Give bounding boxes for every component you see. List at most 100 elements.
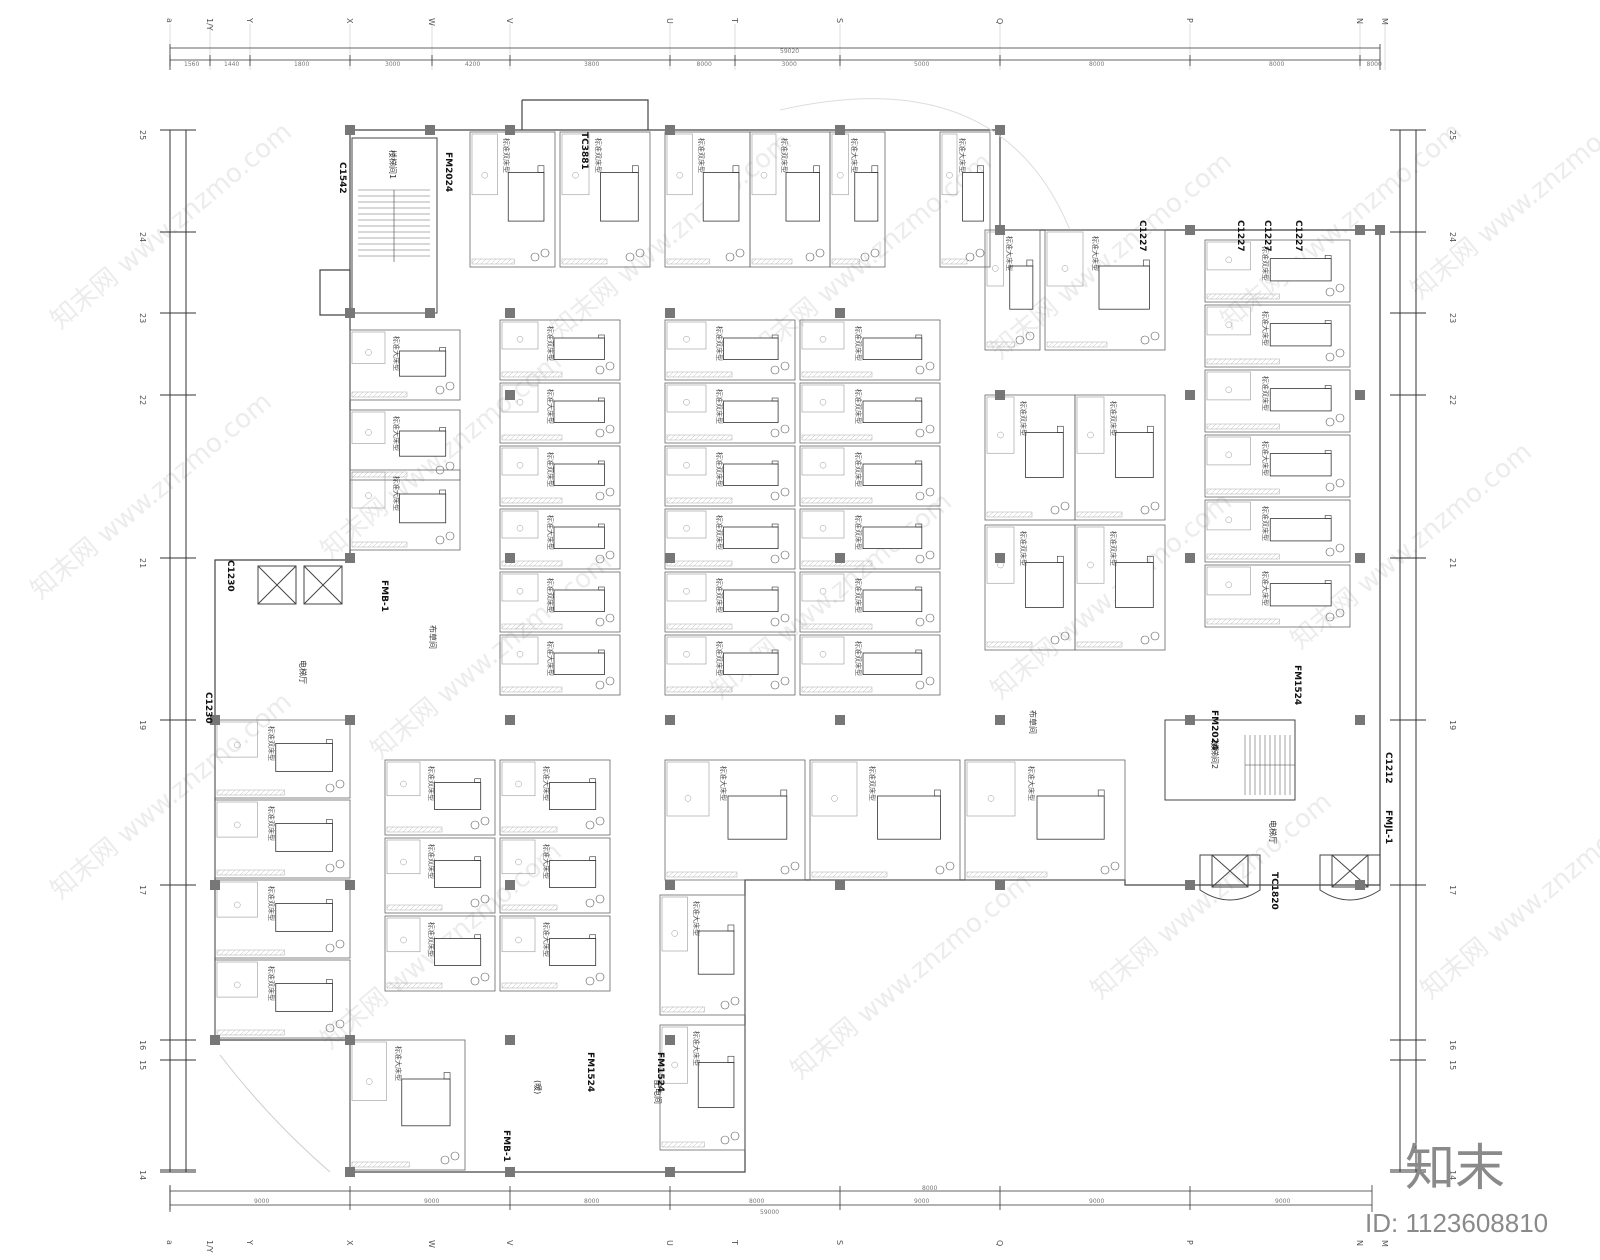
wardrobe: [666, 371, 733, 378]
guest-room: 标准大床型: [1204, 304, 1351, 368]
nightstand: [1057, 425, 1064, 433]
guest-room: 标准大床型: [499, 508, 621, 570]
guest-room: 标准大床型: [659, 1024, 746, 1151]
bed: [785, 172, 820, 222]
column: [835, 553, 845, 563]
chair: [945, 861, 955, 871]
bed: [723, 526, 779, 550]
room-outline: [799, 508, 941, 570]
room-outline: [664, 571, 796, 633]
chair: [595, 894, 605, 904]
tag-fm1524-c: FM1524: [655, 1052, 665, 1092]
toilet: [400, 780, 407, 788]
room-type-label: 标准双床型: [715, 578, 724, 613]
toilet: [1225, 516, 1232, 524]
toilet: [992, 265, 999, 272]
stair-2: 楼梯间2: [1164, 719, 1296, 801]
axis-label-top: S: [835, 18, 844, 23]
toilet: [837, 171, 844, 179]
room-type-label: 标准大床型: [719, 766, 728, 801]
bed: [1115, 562, 1154, 608]
room-type-label: 标准双床型: [715, 641, 724, 676]
nightstand: [1097, 789, 1105, 797]
room-type-label: 标准大床型: [542, 844, 551, 879]
room-type-label: 标准双床型: [715, 389, 724, 424]
chair: [925, 676, 935, 686]
toilet: [400, 936, 407, 944]
bed: [1269, 518, 1332, 542]
curved-corner-line: [219, 1054, 331, 1173]
room-outline: [499, 634, 621, 696]
bed: [723, 400, 779, 424]
column: [1185, 390, 1195, 400]
wardrobe: [501, 497, 563, 504]
tag-fmjl1: FMJL-1: [1383, 810, 1393, 844]
bathroom: [1206, 436, 1251, 466]
axis-label-top: V: [505, 18, 514, 24]
column: [425, 308, 435, 318]
room-type-label: 标准双床型: [594, 138, 603, 173]
room-outline: [499, 319, 621, 381]
chair: [1140, 635, 1150, 645]
toilet: [366, 1078, 373, 1085]
guest-room: 标准大床型: [659, 894, 746, 1016]
chair: [1140, 505, 1150, 515]
chair: [585, 820, 595, 830]
axis-label-left: 14: [138, 1170, 147, 1180]
chair: [870, 248, 880, 258]
room-type-label: 标准双床型: [427, 844, 436, 879]
bed: [434, 938, 482, 966]
top-dim-value: 1440: [224, 61, 239, 68]
axis-label-left: 23: [138, 313, 147, 323]
chair: [780, 865, 790, 875]
axis-label-top: 1/Y: [205, 18, 214, 31]
chair: [1335, 543, 1345, 553]
toilet: [516, 398, 524, 406]
bed: [1025, 432, 1064, 478]
room-outline: [499, 571, 621, 633]
guest-room: 标准大床型: [1044, 229, 1166, 351]
guest-room: 标准双床型: [799, 634, 941, 696]
column: [505, 1167, 515, 1177]
chair: [925, 613, 935, 623]
bathroom: [501, 510, 539, 539]
power-room-label: 配电间: [653, 1080, 663, 1104]
linen-room-1-label: 布草间: [428, 625, 438, 649]
chair: [770, 554, 780, 564]
column: [1375, 225, 1385, 235]
wardrobe: [801, 434, 873, 441]
watermark-text: 知末网 www.znzmo.com: [1415, 787, 1600, 1006]
tag-c1230-a: C1230: [225, 560, 235, 592]
bottom-dim-value: 9000: [1089, 1198, 1104, 1205]
column: [345, 880, 355, 890]
chair: [975, 248, 985, 258]
nightstand: [771, 586, 779, 591]
bed: [723, 463, 779, 487]
chair: [445, 381, 455, 391]
axis-label-bottom: N: [1355, 1240, 1364, 1246]
nightstand: [1147, 555, 1154, 563]
axis-label-bottom: Q: [995, 1240, 1004, 1246]
axis-label-bottom: T: [730, 1239, 739, 1245]
room-outline: [499, 915, 611, 992]
nightstand: [589, 856, 597, 861]
room-outline: [939, 131, 991, 268]
tag-fm1524-a: FM1524: [1292, 665, 1302, 705]
chair: [1140, 335, 1150, 345]
column: [210, 1035, 220, 1045]
toilet: [516, 335, 524, 343]
guest-room: 标准双床型: [664, 445, 796, 507]
top-dim-value: 8000: [1089, 61, 1104, 68]
bed: [962, 172, 984, 222]
toilet: [683, 650, 690, 658]
room-outline: [664, 759, 806, 881]
nightstand: [780, 789, 788, 797]
room-type-label: 标准大床型: [692, 1031, 701, 1066]
wardrobe: [501, 434, 563, 441]
wardrobe: [811, 871, 888, 878]
nightstand: [1324, 580, 1332, 584]
axis-label-right: 21: [1448, 558, 1457, 568]
toilet: [234, 741, 241, 749]
bed: [275, 983, 333, 1012]
